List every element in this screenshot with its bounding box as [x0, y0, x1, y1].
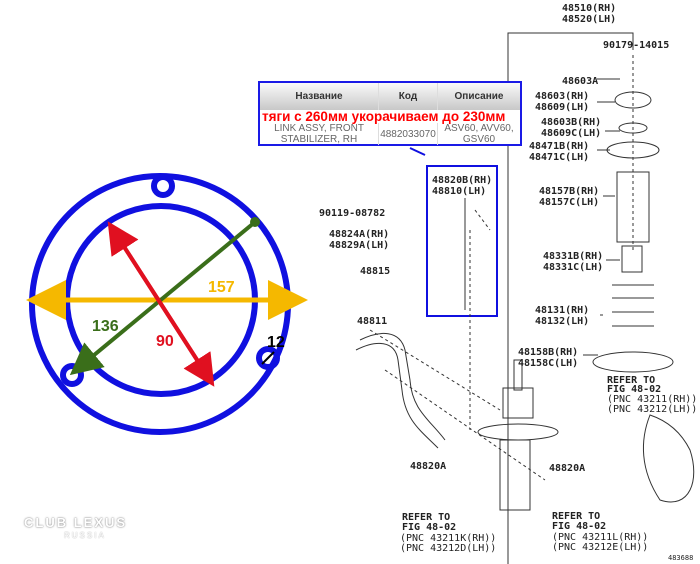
part-label[interactable]: 48810(LH): [432, 186, 487, 197]
part-label[interactable]: 48158B(RH): [518, 347, 579, 358]
refer-note: FIG 48-02: [607, 384, 662, 395]
dimension-136-arrow: [69, 220, 257, 376]
part-label[interactable]: 48609(LH): [535, 102, 590, 113]
part-label[interactable]: 48157C(LH): [539, 197, 600, 208]
refer-note: (PNC 43211(RH)): [607, 394, 698, 405]
part-label[interactable]: 48829A(LH): [329, 240, 390, 251]
part-label[interactable]: 48820A: [410, 461, 447, 472]
column-name: Название: [260, 83, 379, 110]
dimension-12-label: 12: [267, 334, 285, 351]
part-name: LINK ASSY, FRONT STABILIZER, RH: [260, 123, 379, 145]
popup-note: тяги с 260мм укорачиваем до 230мм: [262, 109, 506, 124]
part-label[interactable]: 48820B(RH): [432, 175, 493, 186]
part-label[interactable]: 48609C(LH): [541, 128, 602, 139]
part-label[interactable]: 48815: [360, 266, 391, 277]
part-label[interactable]: 90119-08782: [319, 208, 386, 219]
part-info-popup: Название Код Описание тяги с 260мм укора…: [258, 81, 522, 146]
column-description: Описание: [454, 91, 504, 102]
dimension-136-label: 136: [92, 318, 119, 335]
part-label[interactable]: 48471B(RH): [529, 141, 590, 152]
popup-header: Название Код Описание: [260, 83, 520, 110]
figure-code: 483688: [668, 554, 694, 562]
table-row: LINK ASSY, FRONT STABILIZER, RH 48820330…: [260, 123, 520, 145]
club-lexus-logo: CLUB LEXUS: [24, 515, 128, 530]
part-label[interactable]: 48331B(RH): [543, 251, 604, 262]
part-label[interactable]: 48603(RH): [535, 91, 590, 102]
dimension-157-label: 157: [208, 279, 235, 296]
part-code: 4882033070: [379, 123, 438, 145]
part-description: ASV60, AVV60, GSV60: [444, 123, 514, 145]
part-label[interactable]: 48603B(RH): [541, 117, 602, 128]
refer-note: (PNC 43211K(RH)): [400, 533, 497, 544]
dimension-90-label: 90: [156, 333, 174, 350]
refer-note: (PNC 43212E(LH)): [552, 542, 649, 553]
refer-note: (PNC 43212D(LH)): [400, 543, 497, 554]
part-label[interactable]: 48132(LH): [535, 316, 590, 327]
refer-note: FIG 48-02: [402, 522, 457, 533]
refer-note: REFER TO: [607, 375, 656, 386]
part-label[interactable]: 48820A: [549, 463, 586, 474]
club-lexus-logo-subtitle: RUSSIA: [64, 531, 106, 540]
refer-note: REFER TO: [552, 511, 601, 522]
part-label[interactable]: 48471C(LH): [529, 152, 590, 163]
part-label[interactable]: 48824A(RH): [329, 229, 390, 240]
part-label[interactable]: 48157B(RH): [539, 186, 600, 197]
part-label[interactable]: 48603A: [562, 76, 599, 87]
part-label[interactable]: 48331C(LH): [543, 262, 604, 273]
refer-note: REFER TO: [402, 512, 451, 523]
part-label[interactable]: 48520(LH): [562, 14, 617, 25]
column-code: Код: [379, 83, 438, 110]
part-label[interactable]: 48510(RH): [562, 3, 617, 14]
part-label[interactable]: 48158C(LH): [518, 358, 579, 369]
part-label[interactable]: 48811: [357, 316, 388, 327]
refer-note: FIG 48-02: [552, 521, 607, 532]
part-label[interactable]: 48131(RH): [535, 305, 590, 316]
refer-note: (PNC 43211L(RH)): [552, 532, 649, 543]
parts-leader-lines: [355, 32, 695, 564]
refer-note: (PNC 43212(LH)): [607, 404, 698, 415]
part-label[interactable]: 90179-14015: [603, 40, 670, 51]
